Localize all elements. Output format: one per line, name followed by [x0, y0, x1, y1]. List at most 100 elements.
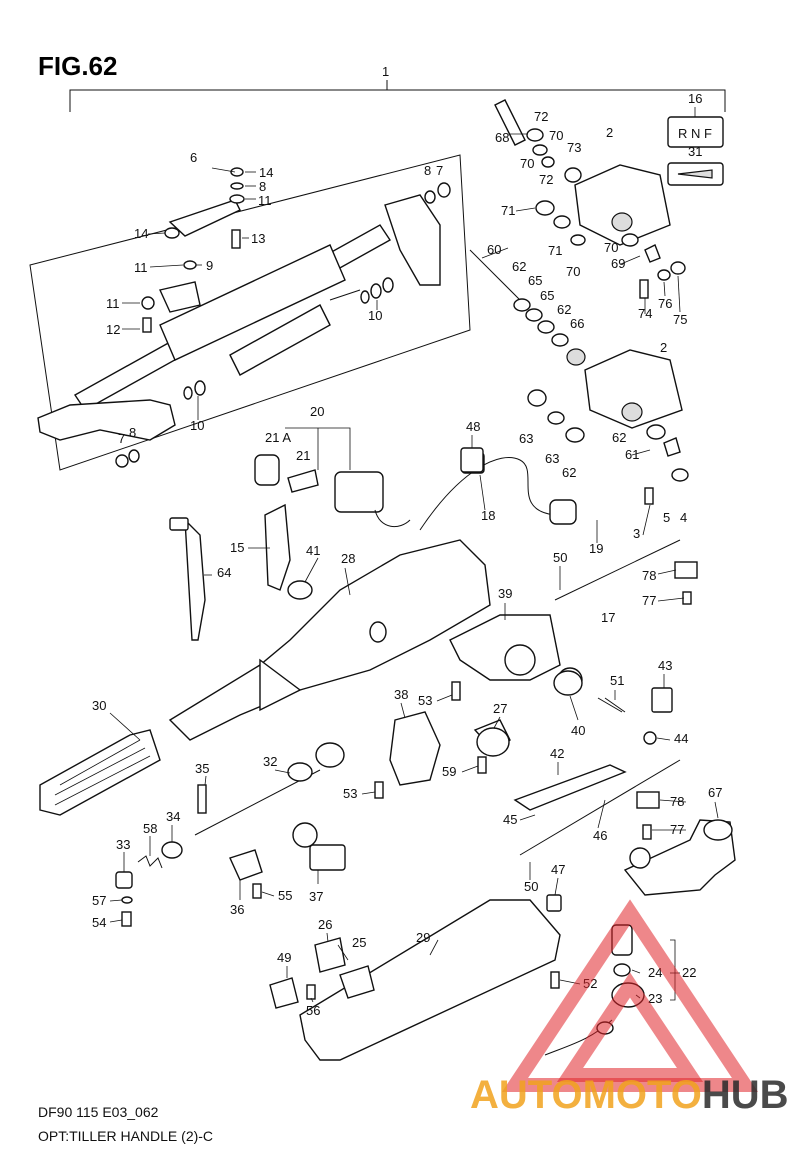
callout-66: 66	[570, 316, 584, 331]
watermark-auto: AUTOMOTO	[470, 1073, 702, 1117]
callout-26: 26	[318, 917, 332, 932]
callout-8a: 8	[259, 179, 266, 194]
callout-16: 16	[688, 91, 702, 106]
callout-29: 29	[416, 930, 430, 945]
shift-lever-15	[169, 503, 313, 641]
callout-71b: 71	[548, 243, 562, 258]
callout-12: 12	[106, 322, 120, 337]
callout-14a: 14	[259, 165, 273, 180]
shift-indicator-symbol: R N F 16	[667, 91, 724, 186]
callout-40: 40	[571, 723, 585, 738]
callout-3: 3	[633, 526, 640, 541]
bracket-67	[623, 819, 736, 896]
callout-5: 5	[663, 510, 670, 525]
callout-11c: 11	[106, 296, 120, 311]
callout-67: 67	[708, 785, 722, 800]
callout-4: 4	[680, 510, 687, 525]
watermark-hub: HUB	[702, 1073, 789, 1117]
callout-70d: 70	[604, 240, 618, 255]
callout-2-upper: 2	[606, 125, 613, 140]
callout-55: 55	[278, 888, 292, 903]
callout-10a: 10	[368, 308, 382, 323]
callout-8c: 8	[129, 425, 136, 440]
callout-42: 42	[550, 746, 564, 761]
callout-69: 69	[611, 256, 625, 271]
automotohub-watermark: AUTOMOTOHUB	[470, 899, 789, 1117]
callout-50b: 50	[524, 879, 538, 894]
callout-75: 75	[673, 312, 687, 327]
callout-19: 19	[589, 541, 603, 556]
assembly-1-bracket	[69, 80, 726, 112]
hardware-upper-left	[115, 167, 451, 468]
footer-caption: OPT:TILLER HANDLE (2)-C	[38, 1128, 213, 1144]
callout-2-lower: 2	[660, 340, 667, 355]
callout-21: 21	[296, 448, 310, 463]
callout-6: 6	[190, 150, 197, 165]
callout-62c: 62	[612, 430, 626, 445]
callout-15: 15	[230, 540, 244, 555]
callout-34: 34	[166, 809, 180, 824]
callout-22: 22	[682, 965, 696, 980]
callout-9: 9	[206, 258, 213, 273]
callout-44: 44	[674, 731, 688, 746]
bracket-assembly-39	[449, 614, 626, 713]
misc-parts	[460, 447, 673, 757]
callout-72b: 72	[539, 172, 553, 187]
shift-indicator-letters: R N F	[678, 126, 712, 141]
callout-46: 46	[593, 828, 607, 843]
figure-title: FIG.62	[38, 51, 117, 81]
callout-21a: 21 A	[265, 430, 291, 445]
callout-13: 13	[251, 231, 265, 246]
callout-11a: 11	[258, 193, 272, 208]
callout-38: 38	[394, 687, 408, 702]
callout-50a: 50	[553, 550, 567, 565]
callout-77b: 77	[670, 822, 684, 837]
tiller-handle-body	[39, 539, 491, 816]
callout-62a: 62	[512, 259, 526, 274]
callout-24: 24	[648, 965, 662, 980]
clamp-parts-36-37	[229, 822, 346, 899]
callout-27: 27	[493, 701, 507, 716]
callout-68: 68	[495, 130, 509, 145]
callout-72a: 72	[534, 109, 548, 124]
callout-labels: 1 2 2 3 4 5 6 7 7 8 8 8 9 10 10 11 11 11…	[92, 64, 722, 1018]
callout-30: 30	[92, 698, 106, 713]
callout-56: 56	[306, 1003, 320, 1018]
cable-17	[554, 539, 698, 605]
callout-53a: 53	[418, 693, 432, 708]
callout-47: 47	[551, 862, 565, 877]
callout-54: 54	[92, 915, 106, 930]
callout-33: 33	[116, 837, 130, 852]
callout-43: 43	[658, 658, 672, 673]
callout-76: 76	[658, 296, 672, 311]
callout-78a: 78	[642, 568, 656, 583]
key-switch-20	[254, 454, 411, 528]
callout-57: 57	[92, 893, 106, 908]
callout-36: 36	[230, 902, 244, 917]
callout-60: 60	[487, 242, 501, 257]
callout-77a: 77	[642, 593, 656, 608]
subassembly-6-outline	[29, 154, 471, 471]
callout-41: 41	[306, 543, 320, 558]
callout-61: 61	[625, 447, 639, 462]
callout-65a: 65	[528, 273, 542, 288]
cable-46	[513, 759, 681, 856]
callout-17: 17	[601, 610, 615, 625]
callout-37: 37	[309, 889, 323, 904]
footer-code: DF90 115 E03_062	[38, 1104, 159, 1120]
callout-8b: 8	[424, 163, 431, 178]
callout-23: 23	[648, 991, 662, 1006]
callout-20: 20	[310, 404, 324, 419]
callout-14b: 14	[134, 226, 148, 241]
callout-71a: 71	[501, 203, 515, 218]
callout-28: 28	[341, 551, 355, 566]
callout-32: 32	[263, 754, 277, 769]
callout-62d: 62	[562, 465, 576, 480]
callout-10b: 10	[190, 418, 204, 433]
callout-70a: 70	[549, 128, 563, 143]
bracket-upper	[494, 99, 686, 299]
callout-18: 18	[481, 508, 495, 523]
callout-58: 58	[143, 821, 157, 836]
callout-62b: 62	[557, 302, 571, 317]
callout-25: 25	[352, 935, 366, 950]
